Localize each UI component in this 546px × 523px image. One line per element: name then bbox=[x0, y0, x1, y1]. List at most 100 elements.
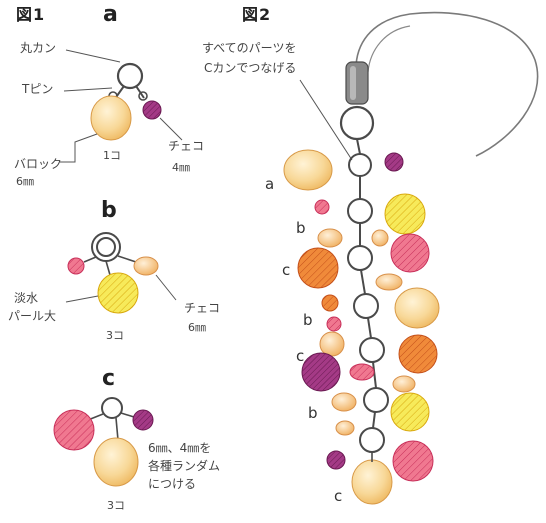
baroque-size-label: 6㎜ bbox=[16, 176, 34, 189]
czech-bead-6mm bbox=[318, 229, 342, 247]
strap-clasp bbox=[346, 62, 368, 104]
czech-bead-6mm bbox=[376, 274, 402, 290]
czech-bead-6mm bbox=[332, 393, 356, 411]
panel-b bbox=[66, 233, 176, 313]
czech-bead-6mm bbox=[393, 376, 415, 392]
figure1-title: 図1 bbox=[16, 6, 45, 24]
freshwater-pearl-bead bbox=[391, 393, 429, 431]
czech-bead-6mm bbox=[336, 421, 354, 435]
strap-cord bbox=[356, 13, 538, 156]
baroque-pearl-bead bbox=[284, 150, 332, 190]
panel-c-note-1: 6㎜、4㎜を bbox=[148, 442, 211, 456]
czech-bead-6mm bbox=[134, 257, 158, 275]
czech-bead-small bbox=[327, 317, 341, 331]
panel-c-note-3: につける bbox=[148, 478, 196, 492]
c-ring-c3 bbox=[360, 428, 384, 452]
figure2-title: 図2 bbox=[242, 6, 271, 24]
panel-c-note-2: 各種ランダム bbox=[148, 460, 220, 474]
panel-b-count: 3コ bbox=[106, 330, 124, 343]
czech-bead-4mm bbox=[143, 101, 161, 119]
panel-c bbox=[54, 398, 153, 486]
pin-label: Tピン bbox=[22, 83, 53, 97]
baroque-leader-line bbox=[60, 134, 97, 162]
baroque-pearl-bead bbox=[352, 460, 392, 504]
czech-size-label: 4㎜ bbox=[172, 162, 190, 175]
t-pin bbox=[116, 418, 118, 440]
czech-bead-4mm bbox=[385, 153, 403, 171]
chain-link bbox=[361, 270, 365, 294]
czech-bead-small bbox=[372, 230, 388, 246]
panel-a-letter: a bbox=[103, 2, 118, 27]
czech-bead-large bbox=[302, 353, 340, 391]
pearl-label: 淡水 bbox=[14, 292, 38, 306]
row-label-b: b bbox=[303, 312, 313, 329]
freshwater-pearl-bead bbox=[98, 273, 138, 313]
row-label-c: c bbox=[334, 488, 342, 505]
c-ring-b2 bbox=[354, 294, 378, 318]
t-pin bbox=[106, 261, 110, 275]
czech-leader-line bbox=[160, 118, 182, 140]
jump-ring bbox=[97, 238, 115, 256]
czech-bead-small bbox=[327, 451, 345, 469]
czech-bead-large bbox=[298, 248, 338, 288]
czech-bead-small bbox=[322, 295, 338, 311]
c-ring-a bbox=[349, 154, 371, 176]
panel-c-letter: c bbox=[102, 366, 115, 391]
row-label-c: c bbox=[282, 262, 290, 279]
chain-link bbox=[373, 412, 375, 428]
czech-bead-6mm bbox=[350, 364, 374, 380]
c-ring-b1 bbox=[348, 199, 372, 223]
row-c3-beads bbox=[327, 441, 433, 504]
row-label-c: c bbox=[296, 348, 304, 365]
czech-bead-4mm bbox=[133, 410, 153, 430]
panel-b-letter: b bbox=[101, 198, 117, 223]
panel-a bbox=[60, 50, 182, 162]
panel-a-count: 1コ bbox=[103, 150, 121, 163]
jump-ring bbox=[102, 398, 122, 418]
c-ring-c1 bbox=[348, 246, 372, 270]
row-label-b: b bbox=[308, 405, 318, 422]
c-ring-c2 bbox=[360, 338, 384, 362]
panel-c-count: 3コ bbox=[107, 500, 125, 513]
czech-bead-small bbox=[68, 258, 84, 274]
ring-label: 丸カン bbox=[20, 42, 56, 56]
t-pin bbox=[121, 413, 134, 417]
note-leader-line bbox=[300, 80, 352, 160]
c-ring-b3 bbox=[364, 388, 388, 412]
czech-leader-line bbox=[156, 275, 176, 300]
freshwater-pearl-bead bbox=[385, 194, 425, 234]
baroque-pearl-bead bbox=[91, 96, 131, 140]
czech-bead-6mm bbox=[54, 410, 94, 450]
t-pin bbox=[84, 257, 96, 262]
pearl-size-label: パール大 bbox=[8, 310, 56, 324]
row-label-a: a bbox=[265, 176, 274, 193]
czech-bead-large bbox=[320, 332, 344, 356]
czech-bead-large bbox=[391, 234, 429, 272]
jump-ring bbox=[118, 64, 142, 88]
strap-ring bbox=[341, 107, 373, 139]
strap-clasp-highlight bbox=[350, 66, 356, 100]
czech-size-label-b: 6㎜ bbox=[188, 322, 206, 335]
baroque-pearl-bead bbox=[94, 438, 138, 486]
pin-leader-line bbox=[64, 88, 112, 91]
phone-strap bbox=[300, 13, 538, 160]
row-b2-beads bbox=[322, 288, 439, 331]
czech-bead-large bbox=[399, 335, 437, 373]
baroque-label: バロック bbox=[14, 158, 62, 172]
figure2-note-2: Cカンでつなげる bbox=[204, 62, 296, 76]
czech-label: チェコ bbox=[168, 140, 204, 154]
czech-bead-large bbox=[393, 441, 433, 481]
row-label-b: b bbox=[296, 220, 306, 237]
chain-link bbox=[357, 139, 360, 154]
chain-link bbox=[368, 318, 371, 338]
baroque-pearl-bead bbox=[395, 288, 439, 328]
t-pin bbox=[118, 256, 136, 262]
strap-cord bbox=[368, 26, 410, 72]
czech-bead-small bbox=[315, 200, 329, 214]
row-b3-beads bbox=[332, 393, 429, 435]
pearl-leader-line bbox=[66, 296, 98, 302]
row-a-beads bbox=[284, 150, 403, 190]
figure2-note-1: すべてのパーツを bbox=[202, 42, 296, 56]
ring-leader-line bbox=[66, 50, 120, 62]
